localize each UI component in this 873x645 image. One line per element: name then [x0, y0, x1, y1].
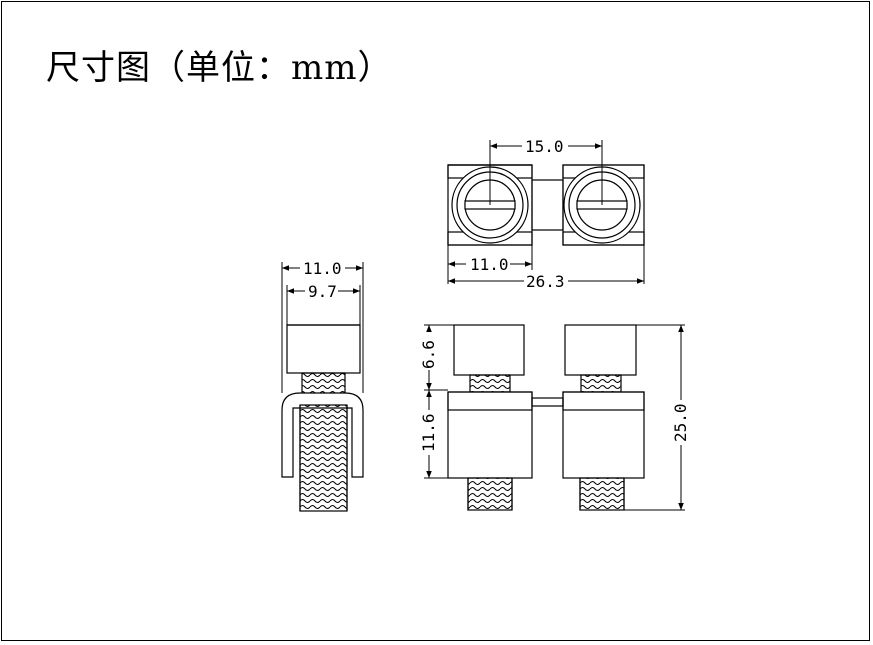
top-view-dimensions [447, 140, 645, 284]
dim-front-body: 11.6 [419, 413, 438, 452]
dim-front-cap: 6.6 [419, 340, 438, 369]
dim-top-total: 26.3 [526, 272, 565, 291]
dim-side-inner: 9.7 [308, 282, 337, 301]
top-view [447, 164, 645, 246]
page-title: 尺寸图（单位：mm） [46, 48, 393, 88]
dim-side-outer: 11.0 [303, 259, 342, 278]
dim-front-total: 25.0 [671, 403, 690, 442]
front-view [447, 324, 645, 511]
side-view [281, 324, 364, 512]
front-view-dimensions [424, 324, 685, 511]
dim-top-pitch: 15.0 [525, 137, 564, 156]
dim-top-width: 11.0 [470, 255, 509, 274]
side-view-dimensions [281, 262, 364, 393]
